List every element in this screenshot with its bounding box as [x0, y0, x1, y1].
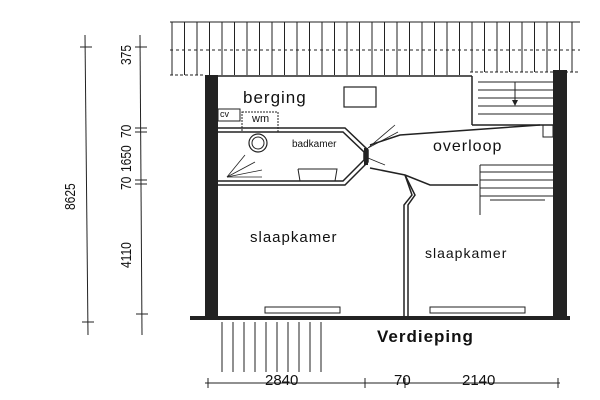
room-label-badkamer: badkamer	[292, 139, 337, 150]
dim-vertical-1: 375	[118, 44, 135, 65]
roof-hatching	[170, 21, 580, 76]
interior-walls	[80, 34, 570, 388]
dim-vertical-4: 70	[118, 176, 135, 190]
floor-title: Verdieping	[377, 327, 474, 346]
fixture-label-cv: cv	[220, 109, 229, 119]
dim-horizontal-2: 70	[394, 372, 411, 389]
fixture-label-wm: wm	[252, 113, 270, 125]
right-wall	[553, 70, 567, 320]
dim-vertical-3: 1650	[118, 145, 135, 172]
room-label-slaapkamer-right: slaapkamer	[425, 245, 508, 261]
dim-horizontal-3: 2140	[462, 372, 496, 389]
dim-vertical-5: 4110	[118, 242, 135, 268]
left-wall	[205, 75, 218, 317]
dim-total-vertical: 8625	[62, 183, 79, 210]
room-label-berging: berging	[243, 88, 307, 107]
dim-vertical-2: 70	[118, 124, 135, 138]
dim-horizontal-1: 2840	[265, 372, 299, 389]
stair-arrow-icon	[512, 100, 518, 106]
room-label-overloop: overloop	[433, 138, 503, 155]
room-label-slaapkamer-left: slaapkamer	[250, 229, 338, 246]
